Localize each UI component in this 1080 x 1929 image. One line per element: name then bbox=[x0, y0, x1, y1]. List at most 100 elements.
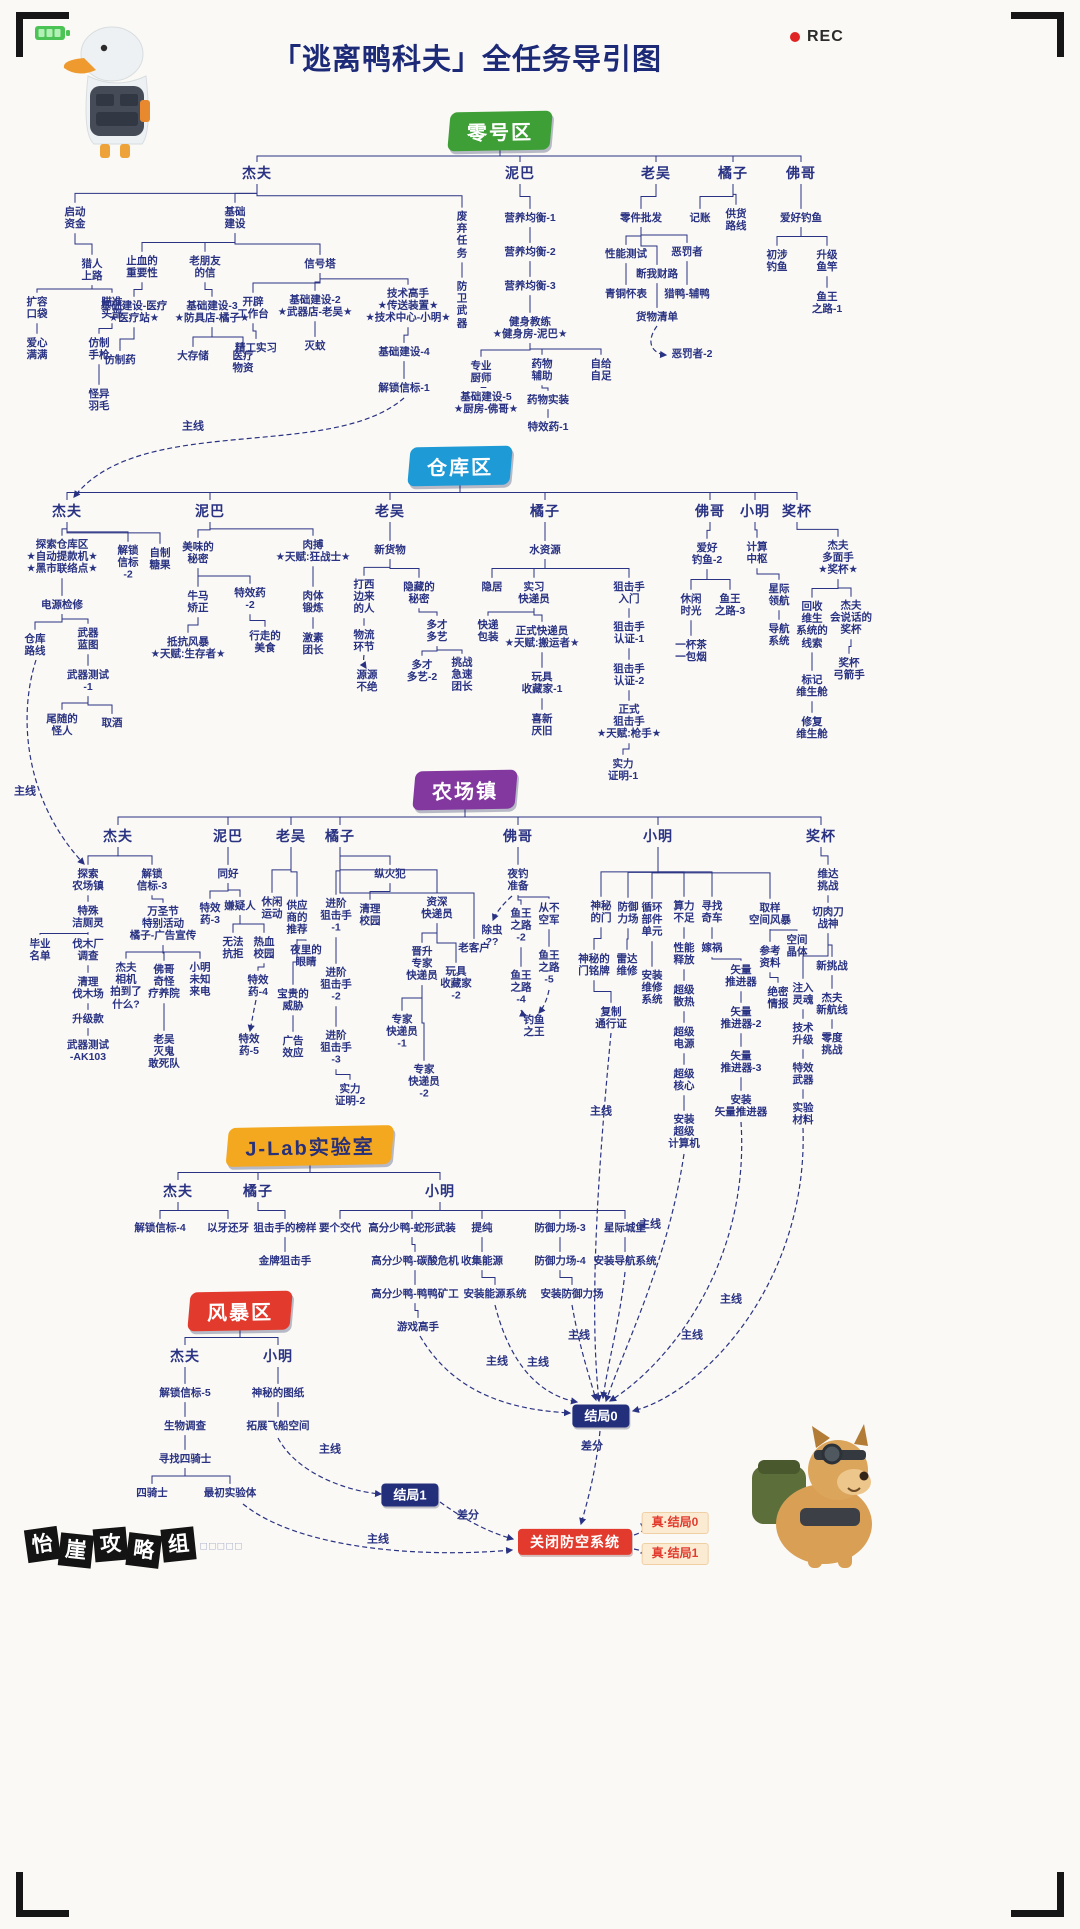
quest-node: 青铜怀表 bbox=[605, 287, 647, 300]
quest-node: 进阶 狙击手 -1 bbox=[320, 897, 352, 935]
flow-connector bbox=[252, 273, 321, 293]
flow-connector bbox=[848, 639, 852, 654]
flow-connector bbox=[593, 927, 602, 950]
flow-connector bbox=[204, 282, 213, 297]
quest-node: 老朋友 的信 bbox=[189, 254, 221, 279]
quest-node: 医疗 物资 bbox=[232, 349, 254, 374]
censored-squares: □□□□□ bbox=[200, 1540, 244, 1553]
quest-node: 星际城堡 bbox=[604, 1221, 646, 1234]
quest-node: 进阶 狙击手 -3 bbox=[320, 1029, 352, 1067]
quest-node: 防御力场-4 bbox=[534, 1254, 586, 1267]
flow-connector bbox=[159, 1202, 179, 1219]
quest-node: 最初实验体 bbox=[203, 1486, 257, 1499]
quest-node: 狙击手 认证-2 bbox=[613, 662, 645, 687]
flow-connector bbox=[257, 963, 265, 971]
character-name: 泥巴 bbox=[213, 827, 243, 844]
quest-node: 怪异 羽毛 bbox=[88, 387, 110, 412]
flow-connector bbox=[732, 184, 737, 205]
flow-connector bbox=[837, 579, 852, 597]
ending-node: 关闭防空系统 bbox=[518, 1528, 632, 1556]
flow-connector bbox=[541, 385, 549, 391]
flow-connector bbox=[421, 646, 438, 656]
flow-connector bbox=[480, 387, 487, 388]
zone-label: 农场镇 bbox=[431, 780, 499, 805]
quest-node: 电源检修 bbox=[41, 598, 83, 611]
flow-connector bbox=[418, 608, 438, 616]
quest-node: 钓鱼 之王 bbox=[523, 1013, 545, 1038]
quest-node: 特效药-1 bbox=[527, 420, 569, 433]
flow-connector bbox=[699, 184, 734, 209]
flow-connector bbox=[162, 945, 201, 959]
quest-node: 特效 药-3 bbox=[199, 901, 221, 926]
quest-node: 奖杯 弓箭手 bbox=[833, 656, 865, 681]
quest-node: 鱼王 之路 -2 bbox=[510, 907, 532, 945]
quest-node: 开辟 工作台 bbox=[237, 295, 269, 320]
duck-mascot-illustration bbox=[63, 26, 150, 158]
flow-label: 差分 bbox=[457, 1509, 479, 1522]
flow-connector bbox=[239, 1330, 279, 1345]
flow-connector bbox=[234, 233, 321, 255]
flow-connector bbox=[74, 184, 258, 203]
quest-node: 仿制 手枪 bbox=[88, 336, 110, 361]
dashed-arrow bbox=[604, 1153, 685, 1403]
quest-node: 老吴 灭鬼 敢死队 bbox=[148, 1033, 180, 1071]
dashed-arrow bbox=[608, 1121, 743, 1402]
dashed-arrow bbox=[594, 1032, 612, 1403]
flow-connector bbox=[209, 883, 229, 899]
flow-connector bbox=[802, 933, 829, 979]
flow-connector bbox=[369, 883, 391, 900]
flow-connector bbox=[769, 972, 779, 983]
flow-connector bbox=[252, 323, 257, 339]
quest-node: 仓库 路线 bbox=[24, 632, 46, 657]
quest-node: 神秘的图纸 bbox=[251, 1386, 305, 1399]
quest-node: 玩具 收藏家-1 bbox=[521, 670, 563, 695]
rec-dot-icon bbox=[790, 32, 800, 42]
flow-connector bbox=[184, 1330, 241, 1345]
quest-node: 特效 药-4 bbox=[247, 973, 269, 998]
quest-node: 鱼王 之路-1 bbox=[811, 290, 843, 315]
quest-node: 断我财路 bbox=[636, 267, 678, 280]
quest-node: 性能 释放 bbox=[673, 941, 695, 966]
character-name: 奖杯 bbox=[806, 827, 836, 844]
flow-connector bbox=[36, 285, 93, 293]
quest-node: 防御力场-3 bbox=[534, 1221, 586, 1234]
flow-connector bbox=[256, 184, 463, 208]
flow-connector bbox=[339, 847, 391, 865]
flow-label: 主线 bbox=[568, 1329, 590, 1342]
flow-connector bbox=[811, 579, 839, 598]
flow-label: 主线 bbox=[14, 785, 36, 798]
quest-node: 超级 核心 bbox=[673, 1067, 695, 1092]
flow-connector bbox=[314, 273, 321, 291]
zone-label: 仓库区 bbox=[426, 456, 494, 481]
flow-connector bbox=[517, 895, 522, 905]
quest-node: 供应 商的 推荐 bbox=[286, 899, 308, 937]
character-name: 杰夫 bbox=[103, 827, 133, 844]
quest-node: 武器测试 -1 bbox=[67, 668, 109, 693]
flow-connector bbox=[125, 945, 164, 959]
quest-node: 自制 糖果 bbox=[149, 546, 171, 571]
quest-node: 武器测试 -AK103 bbox=[67, 1038, 109, 1063]
flow-label: 主线 bbox=[590, 1105, 612, 1118]
dashed-arrow bbox=[73, 397, 405, 498]
flow-connector bbox=[34, 614, 63, 630]
quest-node: 基础建设-3 ★防具店-橘子★ bbox=[174, 299, 250, 324]
quest-node: 安装 矢量推进器 bbox=[714, 1093, 768, 1118]
quest-node: 解锁信标-1 bbox=[378, 381, 430, 394]
zone-badge-z3: 农场镇 bbox=[412, 769, 518, 811]
flow-connector bbox=[640, 227, 688, 243]
flow-connector bbox=[227, 883, 241, 897]
quest-node: 抵抗风暴 ★天赋:生存者★ bbox=[150, 635, 226, 660]
dashed-arrow bbox=[579, 1430, 601, 1526]
flow-connector bbox=[249, 614, 266, 627]
flow-connector bbox=[754, 522, 758, 538]
flow-connector bbox=[335, 847, 341, 895]
zone-label: 零号区 bbox=[466, 121, 534, 146]
flow-label: 主线 bbox=[367, 1533, 389, 1546]
dashed-arrow bbox=[494, 1304, 579, 1405]
watermark-char: 组 bbox=[160, 1526, 197, 1563]
dashed-arrow bbox=[247, 999, 257, 1033]
flow-connector bbox=[39, 932, 89, 935]
flow-connector bbox=[657, 847, 771, 899]
flow-label: 主线 bbox=[720, 1293, 742, 1306]
